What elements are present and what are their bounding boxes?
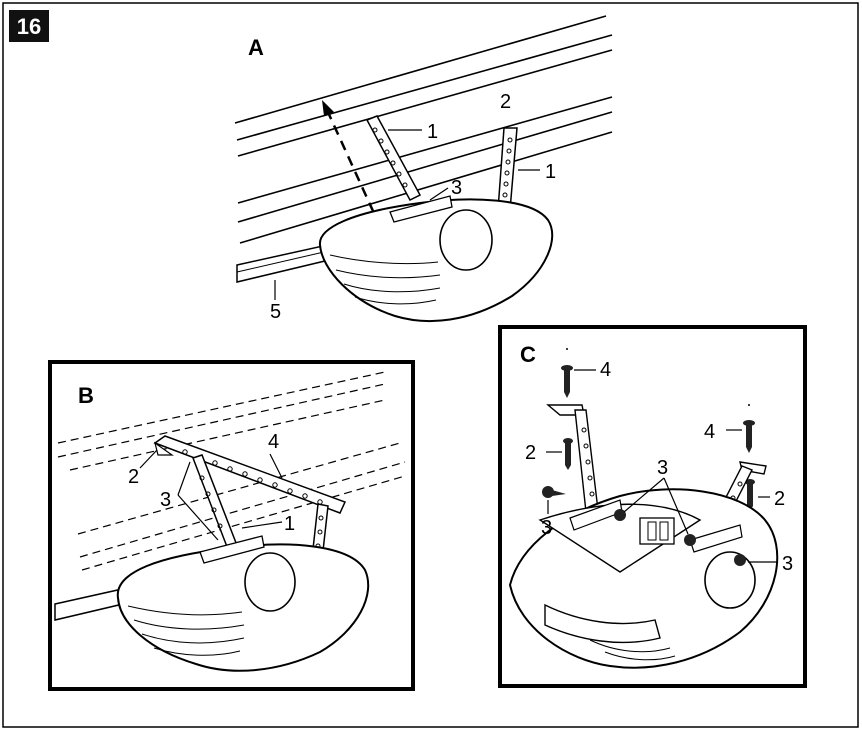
callout-a-2: 2 <box>500 91 511 113</box>
callout-c-4-left: 4 <box>600 359 611 381</box>
panel-c-screw-left <box>542 486 566 498</box>
panel-b-dashed-joists <box>57 371 406 571</box>
panel-c-bolt-left <box>561 348 573 398</box>
callout-a-3: 3 <box>451 177 462 199</box>
panel-a-motor-unit <box>318 195 554 323</box>
panel-a-label: A <box>248 35 264 60</box>
panel-b-leaders <box>139 449 283 541</box>
callout-c-3-left: 3 <box>541 517 552 539</box>
callout-c-3-right: 3 <box>782 553 793 575</box>
step-badge: 16 <box>9 10 49 42</box>
callout-c-4-right: 4 <box>704 421 715 443</box>
callout-c-2-left: 2 <box>525 442 536 464</box>
step-number: 16 <box>17 14 41 39</box>
panel-b-label: B <box>78 383 94 408</box>
callout-b-3: 3 <box>160 489 171 511</box>
panel-c-nut-left <box>563 438 573 470</box>
callout-b-1: 1 <box>284 513 295 535</box>
callout-b-4: 4 <box>268 431 279 453</box>
callout-a-1-right: 1 <box>545 161 556 183</box>
panel-c-leaders <box>546 369 778 563</box>
callout-c-2-right: 2 <box>774 488 785 510</box>
panel-a: A <box>234 15 613 323</box>
panel-c-bolt-right <box>743 404 755 453</box>
panel-b: B <box>48 360 415 691</box>
panel-a-brackets <box>365 115 518 211</box>
panel-a-leaders <box>274 129 540 300</box>
callout-b-2: 2 <box>128 466 139 488</box>
callout-a-1-left: 1 <box>427 121 438 143</box>
callout-a-5: 5 <box>270 301 281 323</box>
panel-c: C <box>498 325 807 688</box>
step-badge-bg <box>9 10 49 42</box>
callout-c-3-center: 3 <box>657 457 668 479</box>
panel-c-motor-unit <box>508 488 779 669</box>
panel-c-label: C <box>520 342 536 367</box>
panel-b-motor-unit <box>116 535 370 672</box>
panel-a-joists <box>234 15 613 244</box>
